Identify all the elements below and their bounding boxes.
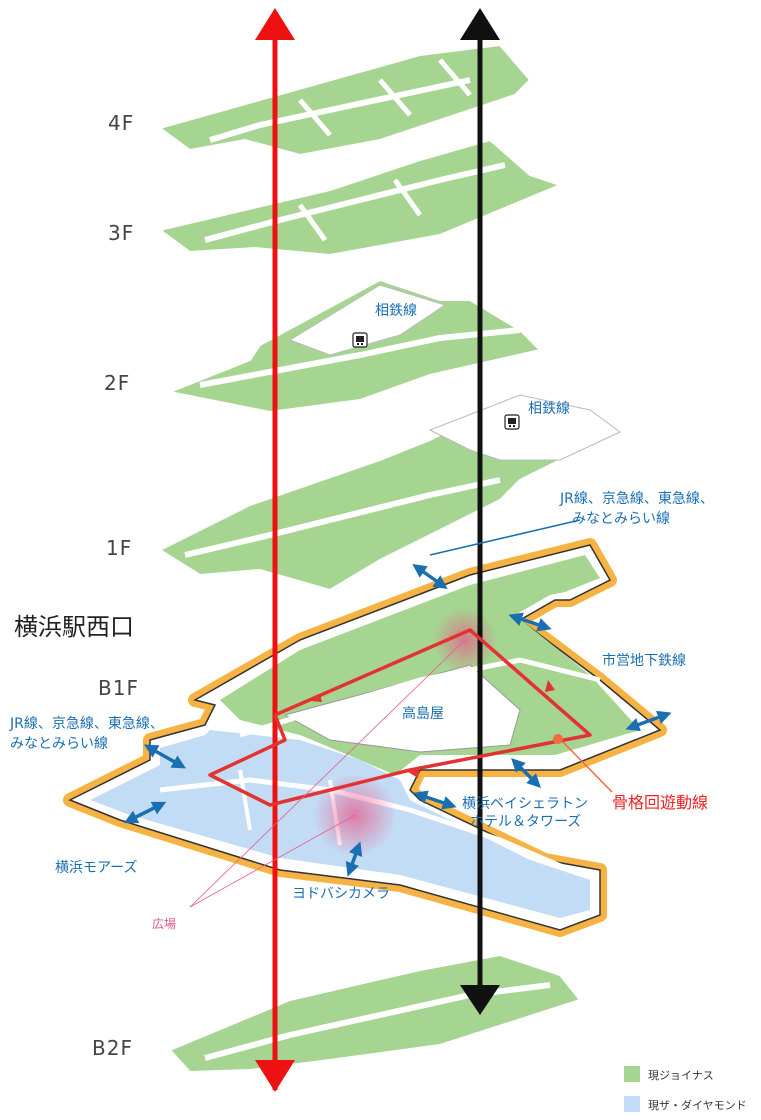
train-icon	[504, 414, 520, 430]
access-arrow-sheraton-2	[413, 790, 457, 810]
plaza-pointer-line-1	[189, 639, 466, 908]
floor-4f-plate	[157, 43, 532, 157]
access-arrow-north	[508, 612, 552, 632]
jr-label-top-line1: JR線、京急線、東急線、	[559, 491, 714, 507]
plaza-label: 広場	[152, 917, 176, 931]
sotetsu-label-2f: 相鉄線	[375, 303, 417, 319]
access-arrows	[123, 563, 672, 877]
jr-label-west-line1: JR線、京急線、東急線、	[9, 716, 164, 732]
legend-label-diamond: 現ザ・ダイヤモンド	[648, 1098, 747, 1112]
mores-label: 横浜モアーズ	[55, 860, 137, 876]
subway-label: 市営地下鉄線	[602, 652, 686, 669]
floor-label-2f: 2F	[104, 371, 130, 395]
access-arrow-subway	[625, 710, 672, 732]
legend-swatch-joinus	[624, 1066, 640, 1082]
route-pointer-line	[562, 741, 613, 793]
jr-label-west-line2: みなとみらい線	[10, 736, 108, 752]
page-title: 横浜駅西口	[14, 613, 134, 641]
sotetsu-label-1f: 相鉄線	[528, 401, 570, 417]
train-icon	[352, 332, 368, 348]
plaza-pointer-line-2	[189, 814, 356, 908]
access-arrow-jr-1f	[412, 563, 448, 590]
floor-label-3f: 3F	[108, 221, 134, 245]
floor-label-1f: 1F	[106, 536, 132, 560]
vertical-circulation-red-arrow	[255, 8, 295, 1092]
yodobashi-label: ヨドバシカメラ	[292, 886, 390, 902]
legend-label-joinus: 現ジョイナス	[648, 1069, 714, 1082]
access-arrow-yodobashi	[345, 841, 363, 877]
floor-3f-plate	[157, 138, 563, 257]
route-label: 骨格回遊動線	[612, 793, 708, 812]
sheraton-label-line2: ホテル＆タワーズ	[470, 814, 581, 830]
access-arrow-sheraton-1	[511, 758, 541, 788]
floor-label-4f: 4F	[108, 111, 134, 135]
sheraton-label-line1: 横浜ベイシェラトン	[462, 796, 588, 812]
access-arrow-jr-west	[143, 744, 187, 769]
takashimaya-label: 高島屋	[402, 705, 444, 722]
vertical-circulation-black-arrow	[460, 8, 500, 1015]
skeletal-route-loop	[208, 628, 592, 807]
legend: 現ジョイナス 現ザ・ダイヤモンド	[624, 1066, 747, 1112]
jr-pointer-line	[429, 519, 581, 556]
floor-label-b2f: B2F	[92, 1036, 133, 1060]
access-arrow-mores	[123, 801, 167, 824]
floor-b2f-plate	[168, 953, 582, 1074]
legend-swatch-diamond	[624, 1096, 640, 1112]
floor-label-b1f: B1F	[98, 676, 139, 700]
jr-label-top-line2: みなとみらい線	[572, 511, 670, 527]
